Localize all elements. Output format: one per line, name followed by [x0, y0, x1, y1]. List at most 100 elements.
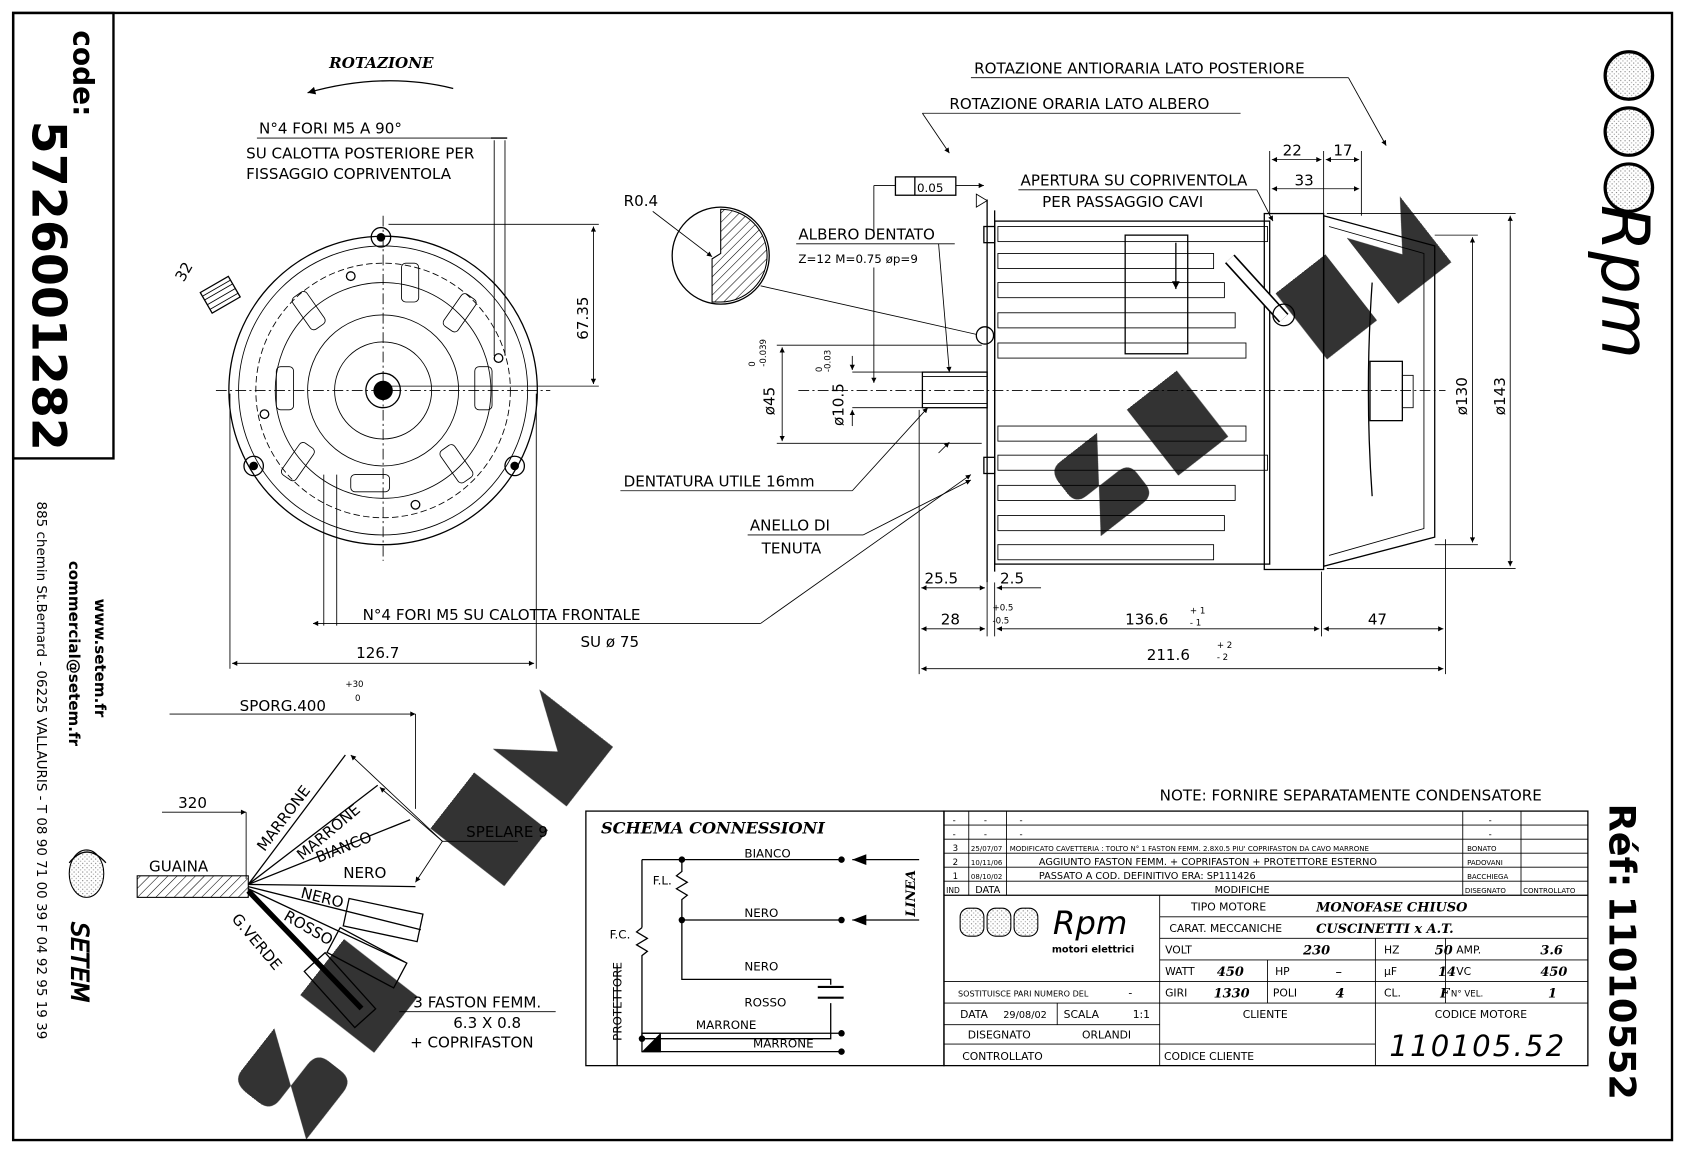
schema-nero2-text: NERO [744, 960, 778, 974]
side-view-d105-tol-dn-text: -0.03 [824, 350, 834, 372]
schema-title-text: SCHEMA CONNESSIONI [601, 819, 825, 838]
rpm-title-logo: Rpm motori elettrici [959, 904, 1134, 955]
email: commercial@setem.fr [65, 561, 83, 747]
side-view-d2116-text: 211.6 [1147, 646, 1190, 664]
title-block-sostituisce-val-text: - [1128, 987, 1132, 1000]
title-block-uf-text: 14 [1438, 965, 1456, 980]
side-view-seal-1-text: ANELLO DI [750, 517, 830, 535]
side-view-d25-text: 2.5 [1000, 570, 1024, 588]
title-block-giri-text: 1330 [1214, 987, 1250, 1002]
title-block-cl-label-text: CL. [1384, 987, 1401, 1000]
title-block-vc-text: 450 [1540, 965, 1567, 980]
note: NOTE: FORNIRE SEPARATAMENTE CONDENSATORE [1160, 786, 1542, 804]
cables-wires-3-text: NERO [343, 864, 386, 882]
title-block-disegnato-label-text: DISEGNATO [968, 1029, 1031, 1042]
title-block-hdr-ctrl-text: CONTROLLATO [1523, 886, 1576, 895]
schema-fl-text: F.L. [653, 873, 672, 887]
title-block-revisions-1-ind-text: - [953, 830, 956, 840]
cables-wires-5-text: ROSSO [281, 907, 336, 949]
title-block-hz-label-text: HZ [1384, 943, 1399, 956]
code-box: code: 5726001282 [11, 11, 115, 460]
title-block-disegnato-text: ORLANDI [1082, 1029, 1131, 1042]
code-number: 5726001282 [21, 121, 76, 451]
side-view-r04-text: R0.4 [624, 192, 659, 210]
title-block-revisions-2-dis-text: BONATO [1467, 844, 1497, 853]
side-view-d28-tol-dn-text: -0.5 [993, 616, 1010, 626]
side-view-d28-tol-up-text: +0.5 [993, 603, 1014, 613]
title-block-scala-text: 1:1 [1133, 1008, 1150, 1021]
title-block-revisions-0-data-text: - [984, 816, 987, 826]
schema-bianco-text: BIANCO [744, 846, 790, 860]
side-view-tolerance-text: 0.05 [917, 181, 943, 195]
front-view-dim-67-text: 67.35 [574, 297, 592, 340]
reference-number: Réf: 11010552 [1600, 804, 1643, 1100]
side-view-d143-text: ø143 [1491, 377, 1509, 415]
title-block-watt-label-text: WATT [1165, 965, 1195, 978]
title-block-vel-label-text: N° VEL. [1451, 990, 1483, 1000]
title-block-hdr-dis-text: DISEGNATO [1465, 886, 1507, 895]
schema-protettore-text: PROTETTORE [610, 962, 624, 1041]
side-view-d2116-tol-dn-text: - 2 [1217, 653, 1228, 663]
side-view-rot-cw-text: ROTAZIONE ORARIA LATO ALBERO [949, 95, 1209, 113]
title-block-giri-label-text: GIRI [1165, 987, 1187, 1000]
address: 885 chemin St.Bernard - 06225 VALLAURIS … [33, 502, 49, 1040]
title-block-revisions-3-text-text: AGGIUNTO FASTON FEMM. + COPRIFASTON + PR… [1039, 857, 1377, 868]
front-view-dim-32-text: 32 [171, 259, 196, 285]
shaft-end [199, 275, 242, 314]
schema-nero1-text: NERO [744, 906, 778, 920]
company-info: www.setem.fr commercial@setem.fr 885 che… [33, 502, 109, 1040]
schema-rosso-text: ROSSO [744, 995, 786, 1009]
side-view-teeth-text: DENTATURA UTILE 16mm [624, 472, 815, 490]
side-view-d47-text: 47 [1368, 610, 1387, 628]
side-view-d45-text: ø45 [761, 387, 779, 415]
title-block-revisions-1-dis-text: - [1489, 830, 1492, 840]
cables-sporg-deg-text: 0 [355, 694, 360, 704]
title-block-data-text: 29/08/02 [1003, 1010, 1047, 1021]
title-block-hp-text: – [1335, 965, 1341, 980]
setem-logo: SETEM [65, 849, 107, 1003]
side-view-opening-1-text: APERTURA SU COPRIVENTOLA [1021, 172, 1249, 190]
title-block-revisions-3-ind-text: 2 [953, 858, 958, 868]
brand-logo-text-text: Rpm [1586, 205, 1664, 359]
cables-sporg-text: SPORG.400 [240, 697, 326, 715]
side-view-opening-2-text: PER PASSAGGIO CAVI [1042, 193, 1203, 211]
reference-number-text: 11010552 [1600, 896, 1643, 1100]
title-block-revisions-0-ind-text: - [953, 816, 956, 826]
title-block-revisions-3-data-text: 10/11/06 [971, 858, 1003, 867]
side-view-d33-text: 33 [1295, 172, 1314, 190]
title-block-tipo-label-text: TIPO MOTORE [1190, 900, 1266, 913]
title-block-tipo-value-text: MONOFASE CHIUSO [1315, 900, 1468, 915]
side-view-d17-text: 17 [1333, 141, 1352, 159]
title-block-watt-text: 450 [1217, 965, 1244, 980]
side-view-shaft-2-text: Z=12 M=0.75 øp=9 [798, 252, 918, 266]
title-block-revisions-3-dis-text: PADOVANI [1467, 858, 1503, 867]
title-block-revisions-4-dis-text: BACCHIEGA [1467, 872, 1508, 881]
front-view-holes-rear-1-text: N°4 FORI M5 A 90° [259, 120, 402, 138]
title-block-revisions-2-ind-text: 3 [953, 844, 958, 854]
title-block-scala-label-text: SCALA [1064, 1008, 1100, 1021]
title-block-hp-label-text: HP [1275, 965, 1290, 978]
title-block-data-label-text: DATA [960, 1008, 988, 1021]
cables-faston-1-text: 3 FASTON FEMM. [413, 993, 541, 1011]
cables-guaina-text: GUAINA [149, 857, 209, 875]
cables-wires-4-text: NERO [299, 884, 345, 912]
title-block-amp-text: 3.6 [1540, 944, 1563, 959]
codice-motore: 110105.52 [1389, 1029, 1566, 1063]
side-view: ROTAZIONE ANTIORARIA LATO POSTERIORE ROT… [620, 59, 1516, 675]
side-view-d22-text: 22 [1283, 141, 1302, 159]
title-block-revisions-1-data-text: - [984, 830, 987, 840]
title-block-revisions-4-data-text: 08/10/02 [971, 872, 1002, 881]
title-block-poli-text: 4 [1335, 987, 1344, 1002]
title-block-revisions-0-text-text: - [1019, 816, 1022, 826]
side-view-d105-tol-up-text: 0 [815, 367, 825, 372]
website: www.setem.fr [91, 599, 109, 718]
title-block-sostituisce-text: SOSTITUISCE PARI NUMERO DEL [958, 989, 1089, 999]
title-block-amp-label-text: AMP. [1456, 943, 1481, 956]
schema-fc-text: F.C. [610, 927, 631, 941]
title-block-vel-text: 1 [1548, 987, 1557, 1002]
title-block-carat-value-text: CUSCINETTI x A.T. [1316, 922, 1454, 937]
reference-label-text: Réf: [1600, 804, 1643, 888]
